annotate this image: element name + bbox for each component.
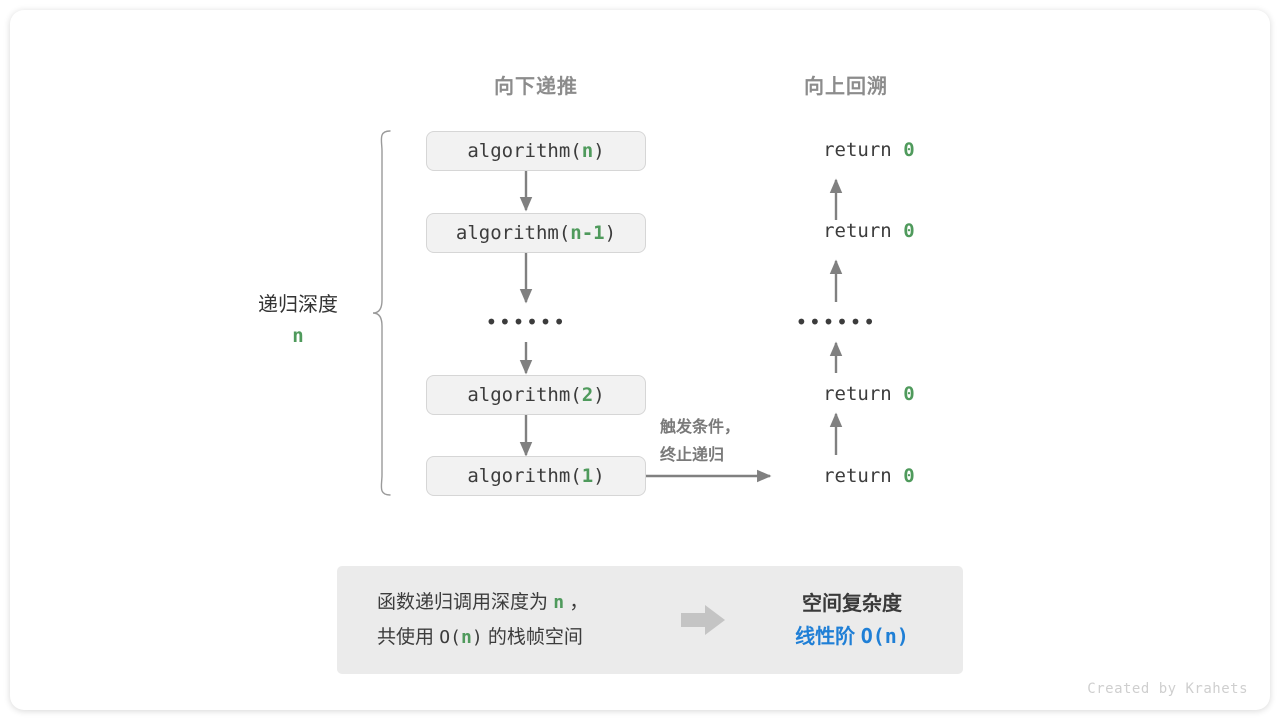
call-box-2: algorithm(2) [426, 375, 646, 415]
space-complexity-title: 空间复杂度 [802, 592, 902, 615]
summary-line1-text-a: 函数递归调用深度为 [377, 591, 554, 613]
call-box-prefix: algorithm( [455, 222, 571, 244]
return-value: 0 [903, 465, 915, 487]
summary-line-1: 函数递归调用深度为 n ， [377, 585, 667, 620]
call-box-arg: n [581, 140, 594, 162]
return-keyword: return [823, 139, 904, 161]
space-complexity-value-notation: O(n) [860, 623, 909, 648]
call-box-prefix: algorithm( [467, 384, 582, 406]
summary-line2-n: n [460, 627, 472, 648]
summary-block-arrow-wrap [667, 603, 741, 637]
return-ellipsis: •••••• [795, 310, 877, 334]
call-box-suffix: ) [604, 222, 617, 244]
recursion-depth-value: n [292, 325, 304, 347]
summary-line1-n: n [553, 591, 565, 613]
diagram-card: 向下递推 向上回溯 递归深度 n [10, 10, 1270, 710]
call-box-n: algorithm(n) [426, 131, 646, 171]
call-box-arg: 2 [581, 384, 594, 406]
summary-line2-close-paren: ) [471, 627, 483, 648]
column-header-upward: 向上回溯 [804, 76, 888, 98]
base-case-annotation: 触发条件， 终止递归 [660, 414, 740, 470]
call-box-prefix: algorithm( [467, 140, 582, 162]
column-header-downward: 向下递推 [494, 76, 578, 98]
return-label-top: return 0 [777, 117, 915, 183]
summary-line2-text-a: 共使用 [377, 627, 440, 648]
summary-line2-big-o: O( [439, 627, 461, 648]
return-keyword: return [823, 383, 904, 405]
base-case-annotation-line2: 终止递归 [660, 447, 725, 464]
call-box-suffix: ) [593, 384, 605, 406]
summary-line1-text-b: ， [564, 591, 589, 613]
call-box-arg: n-1 [570, 222, 605, 244]
call-stack-ellipsis: •••••• [485, 310, 567, 334]
return-value: 0 [903, 139, 915, 161]
complexity-summary-description: 函数递归调用深度为 n ， 共使用 O(n) 的栈帧空间 [337, 585, 667, 655]
return-keyword: return [823, 220, 904, 242]
return-label-base: return 0 [777, 443, 915, 509]
space-complexity-value: 线性阶 O(n) [741, 620, 963, 653]
recursion-depth-text: 递归深度 [258, 294, 338, 316]
call-box-n-minus-1: algorithm(n-1) [426, 213, 646, 253]
return-value: 0 [903, 383, 915, 405]
call-box-suffix: ) [593, 465, 605, 487]
watermark-credit: Created by Krahets [1087, 681, 1248, 697]
complexity-summary-result: 空间复杂度 线性阶 O(n) [741, 588, 963, 653]
recursion-depth-label: 递归深度 n [258, 292, 338, 347]
call-box-1: algorithm(1) [426, 456, 646, 496]
block-arrow-right-icon [681, 605, 725, 635]
summary-line2-text-b: 的栈帧空间 [482, 627, 583, 648]
summary-line-2: 共使用 O(n) 的栈帧空间 [377, 620, 667, 655]
depth-brace [372, 130, 391, 496]
call-box-prefix: algorithm( [467, 465, 582, 487]
return-label-second: return 0 [777, 198, 915, 264]
base-case-annotation-line1: 触发条件， [660, 419, 741, 436]
call-box-arg: 1 [581, 465, 594, 487]
space-complexity-value-zh: 线性阶 [795, 625, 861, 648]
call-box-suffix: ) [593, 140, 605, 162]
return-value: 0 [903, 220, 915, 242]
return-label-third: return 0 [777, 361, 915, 427]
complexity-summary-panel: 函数递归调用深度为 n ， 共使用 O(n) 的栈帧空间 空间复杂度 线性阶 O… [337, 566, 963, 674]
return-keyword: return [823, 465, 904, 487]
